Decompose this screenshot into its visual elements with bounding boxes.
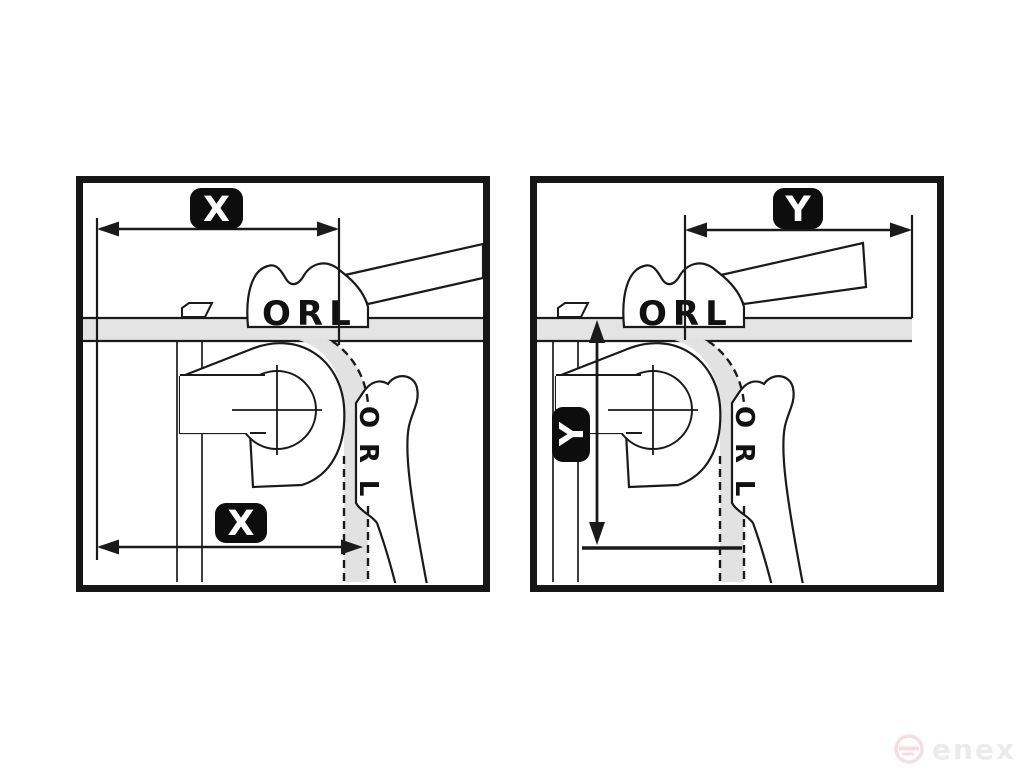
- jaw-label-char-o: O: [353, 406, 383, 428]
- panel-left: ORL O R L X: [76, 176, 490, 592]
- dimension-arrow-top-y: [685, 222, 912, 238]
- arrowhead-left: [97, 539, 119, 555]
- handle-bar: [343, 242, 483, 306]
- jaw-marking-label: O R L: [729, 406, 759, 496]
- jaw-label-char-r: R: [729, 443, 759, 463]
- jaw-label-char-l: L: [353, 480, 383, 497]
- dim-label-bottom-x: X: [228, 504, 255, 544]
- arrowhead-right: [890, 222, 912, 238]
- dim-badge-bottom-x: X: [215, 503, 267, 544]
- dim-badge-top-y: Y: [773, 188, 823, 230]
- arrowhead-up: [589, 320, 605, 343]
- arrowhead-right: [341, 539, 363, 555]
- arrowhead-down: [589, 522, 605, 545]
- dim-label-top-y: Y: [784, 190, 811, 230]
- dim-badge-side-y: Y: [552, 407, 591, 462]
- panel-frame: [76, 176, 490, 592]
- dimension-arrow-bottom-x: [97, 539, 363, 555]
- handle-bar: [719, 241, 868, 306]
- jaw-marking-label: O R L: [353, 406, 383, 496]
- dimension-ticks: [95, 218, 341, 560]
- arrowhead-left: [685, 222, 707, 238]
- clamp-marking-label: ORL: [638, 294, 733, 334]
- jaw-label-char-o: O: [729, 406, 759, 428]
- panel-right: ORL O R L: [530, 176, 944, 592]
- dim-badge-top-x: X: [190, 188, 243, 230]
- jaw-label-char-r: R: [353, 443, 383, 463]
- table-band: [83, 318, 483, 341]
- arrowhead-right: [317, 221, 339, 237]
- clamp-marking-label: ORL: [262, 294, 357, 334]
- dimension-ticks: [683, 215, 914, 340]
- dimension-arrow-side-y: [589, 320, 605, 545]
- jaw-label-char-l: L: [729, 480, 759, 497]
- panel-frame: [530, 176, 944, 592]
- dim-label-side-y: Y: [552, 421, 591, 447]
- arrowhead-left: [97, 221, 119, 237]
- dim-label-top-x: X: [203, 190, 230, 230]
